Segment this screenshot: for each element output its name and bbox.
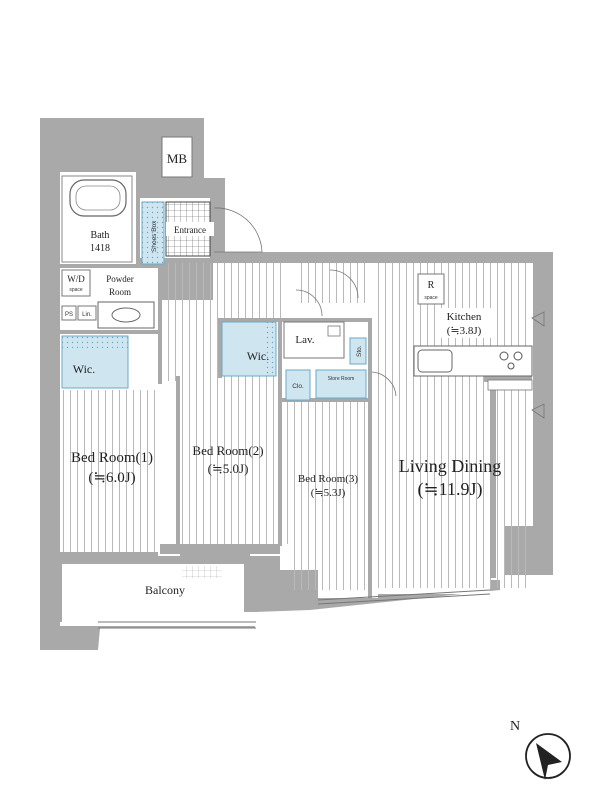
bath-size: 1418 [90, 243, 110, 254]
bedroom-2-size: (≒5.0J) [208, 461, 249, 476]
powder-room-label-2: Room [109, 287, 131, 297]
living-dining-label: Living Dining [399, 456, 502, 476]
compass: N [510, 719, 571, 780]
clo-label: Clo. [292, 383, 304, 390]
storeroom-label: Store Room [328, 376, 355, 382]
balcony-label: Balcony [145, 583, 185, 597]
ps-label: PS [65, 312, 73, 318]
kitchen-size: (≒3.8J) [447, 325, 482, 337]
wd-label: W/D [67, 274, 85, 284]
wood-flooring [60, 263, 528, 590]
linen-label: Lin. [82, 312, 92, 318]
bedroom-3-label: Bed Room(3) [298, 473, 359, 485]
closet-3: Clo. Store Room [285, 369, 397, 401]
shoe-box-label: Shoes Box [151, 220, 158, 252]
r-space-label: R [428, 280, 435, 291]
bath-label: Bath [91, 230, 110, 241]
south-window [317, 589, 491, 605]
wd-sub-label: space [69, 287, 83, 293]
kitchen: R space Kitchen (≒3.8J) [413, 273, 545, 419]
lav-label: Lav. [295, 334, 314, 346]
entrance-door-swing [213, 207, 263, 253]
lavatory: Lav. Sto. [283, 269, 367, 365]
bedroom-1-label: Bed Room(1) [71, 450, 153, 466]
powder-room-label-1: Powder [106, 274, 134, 284]
bath: Bath 1418 [61, 175, 133, 263]
wic-1-label: Wic. [73, 362, 96, 376]
balcony: Balcony [62, 566, 256, 629]
bedroom-3-size: (≒5.3J) [311, 487, 346, 499]
walk-in-closet-2: Wic. [221, 321, 277, 377]
living-dining-size: (≒11.9J) [418, 479, 483, 500]
r-space-sub: space [424, 295, 438, 301]
entrance-label: Entrance [174, 225, 206, 235]
compass-north-label: N [510, 719, 520, 734]
walk-in-closet-1: Wic. [61, 335, 129, 389]
bedroom-2-label: Bed Room(2) [192, 443, 263, 458]
wic-2-label: Wic. [247, 349, 270, 363]
kitchen-label: Kitchen [447, 311, 482, 323]
interior-walls [56, 198, 532, 622]
storage-label: Sto. [356, 345, 363, 357]
bedroom-1-size: (≒6.0J) [88, 470, 135, 486]
mb-label: MB [167, 151, 188, 166]
compass-needle-icon [536, 743, 562, 780]
